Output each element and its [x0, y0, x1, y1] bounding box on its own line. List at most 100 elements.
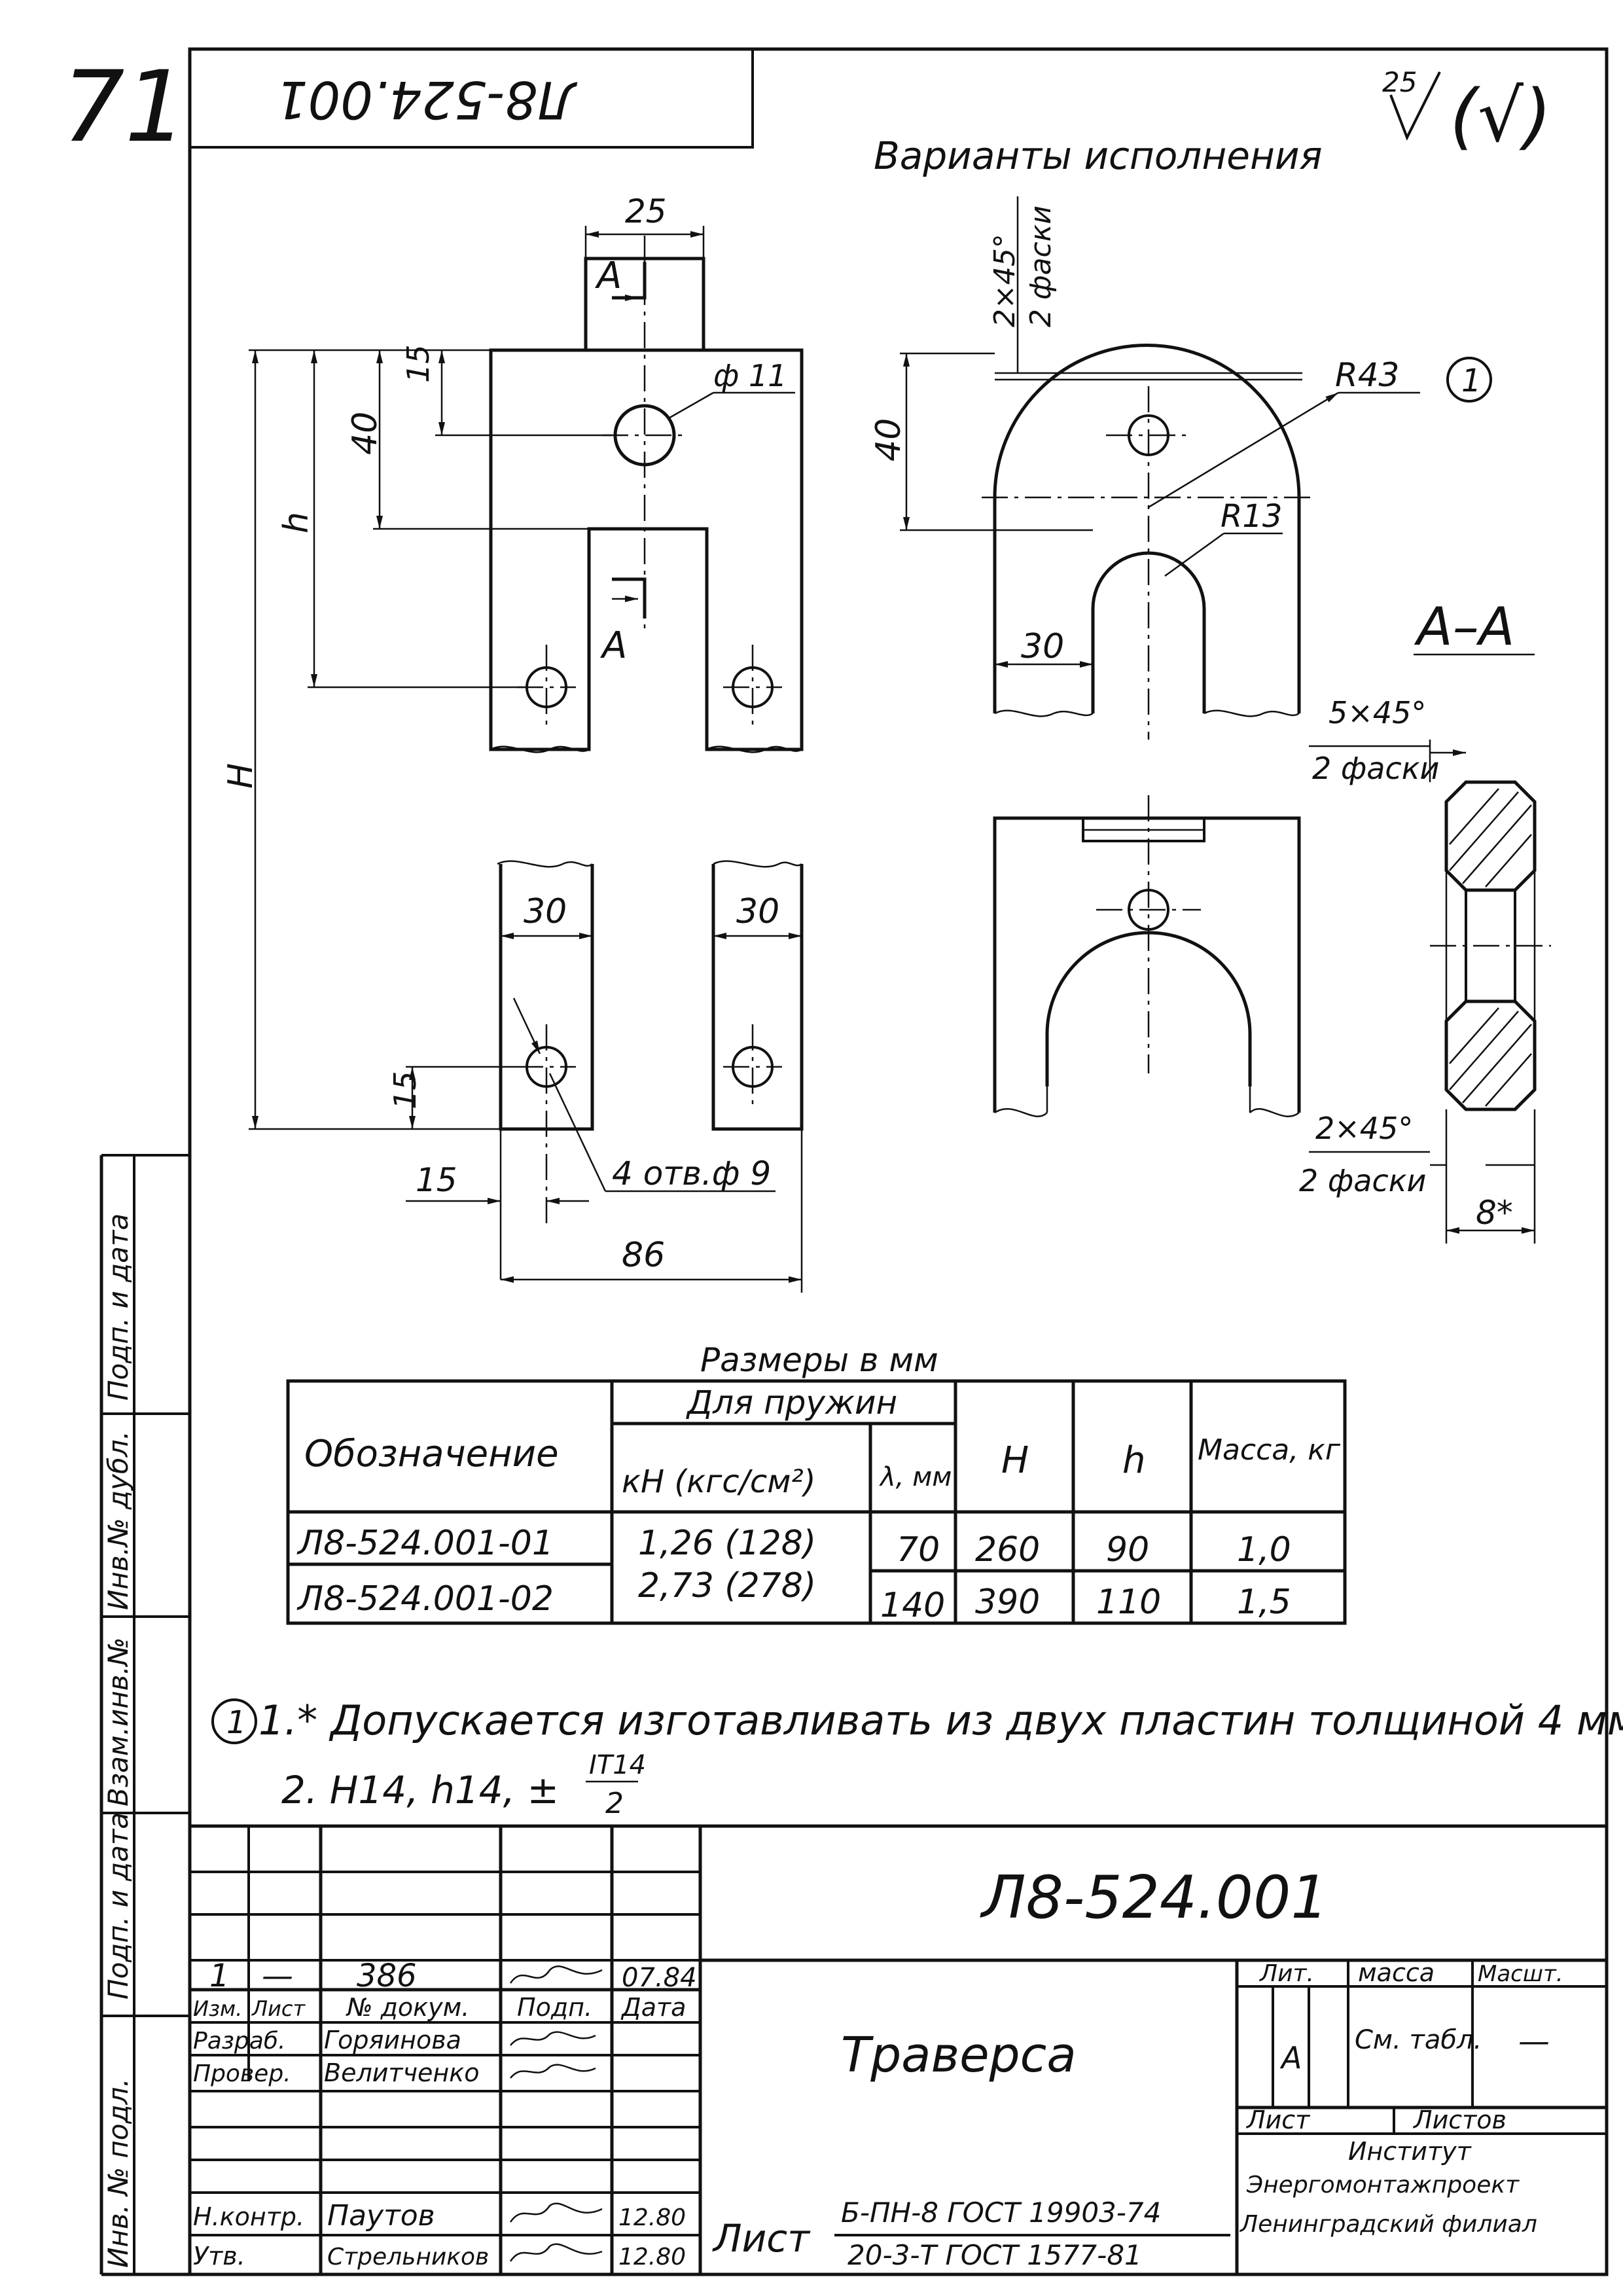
org-line-1: Институт	[1348, 2137, 1472, 2166]
org-line-2: Энергомонтажпроект	[1246, 2172, 1520, 2198]
role-norm: Н.контр.	[193, 2202, 304, 2231]
section-title: А–А	[1414, 596, 1514, 657]
notes-frac-num: IT14	[589, 1750, 646, 1780]
head-doc: № докум.	[346, 1993, 469, 2022]
rev-doc: 386	[357, 1958, 417, 1994]
drawing-number: Л8-524.001	[980, 1863, 1329, 1932]
material-2: 20-3-Т ГОСТ 1577-81	[847, 2239, 1142, 2271]
drawing-title: Траверса	[841, 2027, 1077, 2083]
dim-h: h	[277, 512, 316, 533]
dim-thickness: 8*	[1476, 1194, 1513, 1232]
left-strip: Инв. № подл. Подп. и дата Взам.инв.№ Инв…	[99, 1154, 190, 2276]
dim-hole-d11: ф 11	[713, 358, 787, 393]
rev-list: —	[262, 1958, 293, 1994]
table-header-lambda: λ, мм	[879, 1462, 952, 1492]
role-dev: Разраб.	[193, 2028, 285, 2054]
variant-mark: 1	[1461, 363, 1482, 399]
table-header-H: H	[1001, 1439, 1029, 1482]
date-appr: 12.80	[618, 2244, 686, 2270]
sign-appr	[509, 2243, 603, 2262]
sign-norm	[509, 2202, 603, 2223]
scale-value: —	[1518, 2023, 1550, 2060]
lit-value: А	[1279, 2040, 1302, 2075]
variant-mark-circle	[1446, 357, 1492, 403]
date-norm: 12.80	[618, 2204, 686, 2231]
head-sign: Подп.	[517, 1993, 592, 2022]
table-header-kn: кН (кгс/см²)	[622, 1463, 815, 1500]
dim-chamfer2: 2×45°	[988, 234, 1022, 327]
dim-R13: R13	[1221, 498, 1282, 535]
table-cell: 2,73 (278)	[638, 1566, 816, 1605]
notes-line-2: 2. H14, h14, ±	[281, 1768, 559, 1812]
dim-15-horizontal: 15	[416, 1161, 457, 1199]
table-cell: 260	[975, 1530, 1040, 1570]
title-block: 1 — 386 07.84 Изм. Лист № докум. Подп. Д…	[190, 1824, 1607, 2274]
sheets-label: Листов	[1412, 2106, 1507, 2134]
name-dev: Горяинова	[324, 2026, 461, 2054]
table-cell: 70	[897, 1530, 940, 1570]
table-header-h: h	[1122, 1439, 1146, 1482]
dim-40: 40	[346, 412, 385, 455]
table-cell: 1,5	[1237, 1583, 1291, 1622]
dim-variant-30: 30	[1021, 627, 1064, 666]
dim-30-left: 30	[524, 892, 567, 931]
dim-holes-4: 4 отв.ф 9	[612, 1155, 771, 1193]
mass-value: См. табл.	[1355, 2025, 1482, 2055]
mirrored-code-text: Л8-524.001	[276, 69, 578, 128]
table-cell: 1,26 (128)	[638, 1524, 816, 1563]
roughness-other: (√)	[1450, 74, 1552, 158]
drawing-frame	[188, 47, 1609, 2276]
notes-line-1: 1.* Допускается изготавливать из двух пл…	[259, 1696, 1623, 1744]
name-norm: Паутов	[327, 2199, 435, 2233]
sheet-label: Лист	[1245, 2106, 1311, 2134]
head-izm: Изм.	[193, 1996, 242, 2021]
dim-chamfer5-note: 2 фаски	[1312, 751, 1439, 786]
table-cell: Л8-524.001-02	[296, 1579, 554, 1619]
strip-label-inv-podl: Инв. № подл.	[102, 2078, 134, 2268]
sizes-table: Обозначение Для пружин кН (кгс/см²) λ, м…	[286, 1379, 1347, 1625]
dim-30-right: 30	[736, 892, 779, 931]
material-1: Б-ПН-8 ГОСТ 19903-74	[841, 2197, 1161, 2229]
table-header-designation: Обозначение	[304, 1433, 559, 1475]
dim-chamfer2b-note: 2 фаски	[1299, 1163, 1426, 1198]
material-label: Лист	[712, 2216, 811, 2261]
section-mark-bottom: А	[600, 624, 627, 667]
table-cell: 90	[1106, 1530, 1149, 1570]
strip-label-podp-data-1: Подп. и дата	[102, 1812, 134, 2000]
variants-title: Варианты исполнения	[874, 134, 1323, 178]
rev-signature	[509, 1965, 603, 1984]
dim-chamfer2-note: 2 фаски	[1024, 206, 1058, 327]
section-mark-top: А	[595, 255, 622, 297]
section-view: А–А 5×45° 2 фаски 2×45° 2 фаски	[1299, 596, 1551, 1244]
roughness-value: 25	[1382, 66, 1417, 98]
sign-dev	[510, 2031, 596, 2046]
roughness-symbol: 25 (√)	[1382, 66, 1552, 158]
dim-variant-40: 40	[869, 418, 908, 461]
dim-chamfer5: 5×45°	[1329, 695, 1426, 730]
lit-label: Лит.	[1258, 1960, 1314, 1987]
mirrored-code-stamp: Л8-524.001	[190, 49, 754, 149]
variant-view-2	[993, 795, 1301, 1117]
role-check: Провер.	[193, 2060, 291, 2087]
dim-chamfer2b: 2×45°	[1315, 1111, 1413, 1146]
head-date: Дата	[620, 1993, 686, 2022]
table-cell: Л8-524.001-01	[296, 1524, 554, 1563]
notes-frac-den: 2	[605, 1787, 624, 1820]
table-header-mass: Масса, кг	[1198, 1433, 1341, 1467]
sign-check	[510, 2064, 596, 2079]
scale-label: Масшт.	[1478, 1961, 1563, 1987]
strip-label-dubl: Инв.№ дубл.	[102, 1431, 134, 1610]
rev-date: 07.84	[622, 1963, 697, 1993]
rev-izm: 1	[209, 1958, 230, 1994]
org-line-3: Ленинградский филиал	[1239, 2211, 1537, 2238]
strip-label-podp-data-2: Подп. и дата	[102, 1213, 134, 1401]
dim-top-width: 25	[625, 192, 667, 230]
notes-mark: 1	[226, 1704, 247, 1741]
dim-H: H	[221, 763, 260, 789]
role-appr: Утв.	[193, 2242, 245, 2270]
variant-view-1: 2×45° 2 фаски 40 R43 1 R13 30	[869, 196, 1492, 740]
table-cell: 390	[975, 1583, 1040, 1622]
strip-label-vzam: Взам.инв.№	[102, 1638, 134, 1806]
corner-mark: 71	[62, 50, 187, 164]
